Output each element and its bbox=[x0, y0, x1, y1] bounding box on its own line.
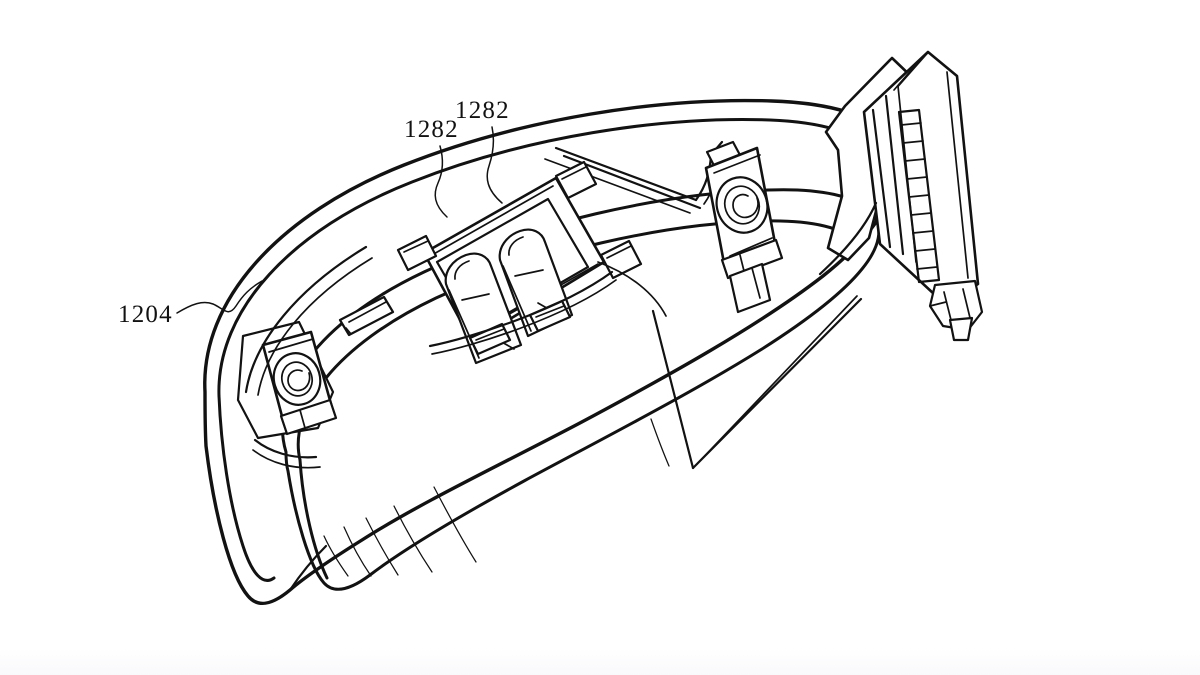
ratchet-strip bbox=[897, 108, 941, 284]
center-electronics-module bbox=[396, 160, 643, 365]
left-camera-module bbox=[236, 320, 338, 469]
slot-aperture bbox=[338, 295, 395, 337]
reference-label-1204: 1204 bbox=[118, 301, 173, 328]
lens-spiral-left bbox=[272, 352, 322, 406]
leader-line-1282-right bbox=[486, 126, 503, 204]
reference-label-1282-left: 1282 bbox=[404, 116, 459, 143]
interior-hatching bbox=[323, 418, 670, 577]
reference-label-1282-right: 1282 bbox=[455, 97, 510, 124]
head-band-outer-loop bbox=[203, 98, 900, 606]
right-camera-module bbox=[704, 140, 784, 314]
band-detail-lines bbox=[244, 201, 878, 592]
arm-tip-connector bbox=[928, 279, 984, 342]
leader-line-1204 bbox=[176, 280, 263, 314]
interior-triangular-panel bbox=[651, 295, 863, 470]
lens-spiral-right bbox=[715, 176, 769, 234]
reference-leaders bbox=[176, 126, 503, 314]
leader-line-1282-left bbox=[434, 145, 448, 218]
right-arm-assembly bbox=[824, 50, 984, 342]
